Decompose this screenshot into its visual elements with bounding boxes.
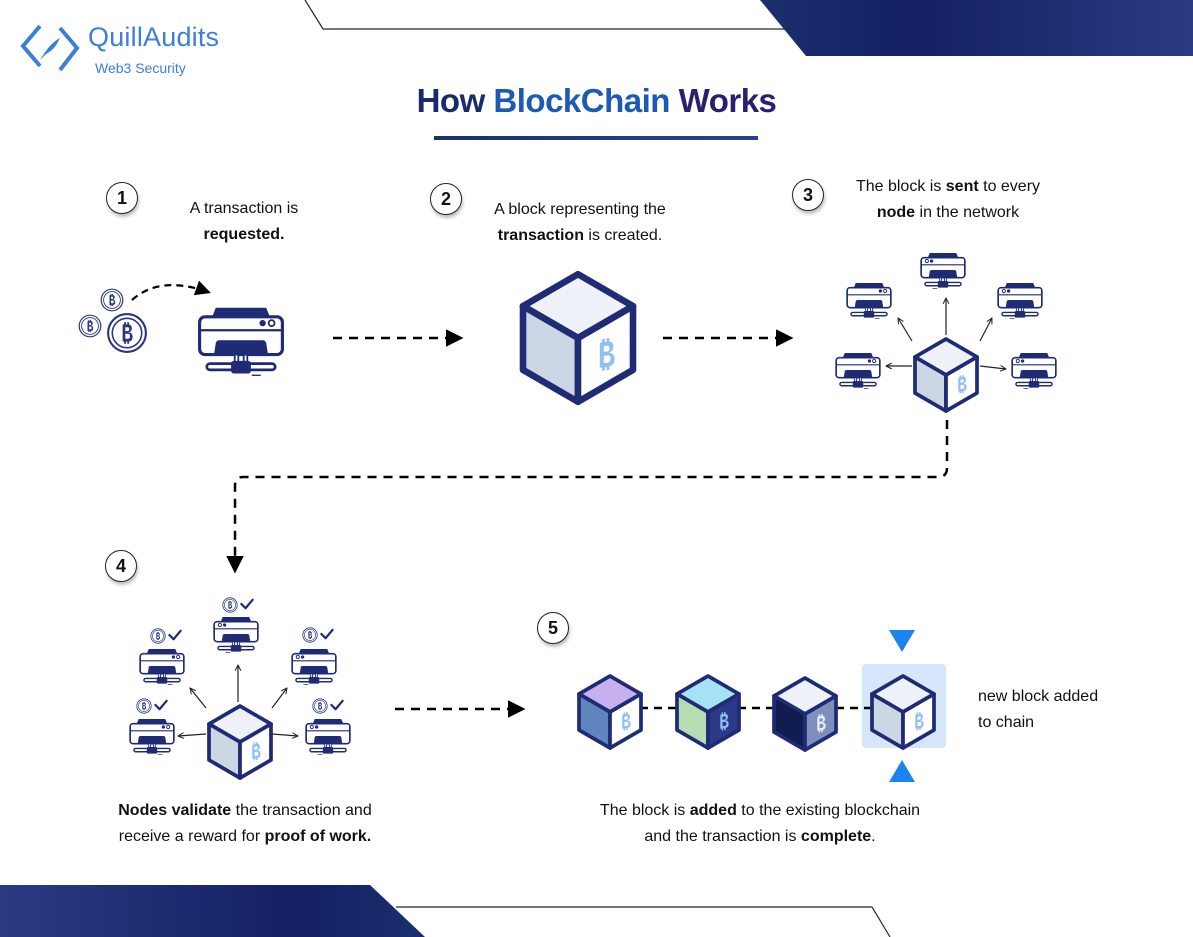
broadcast-arrow — [271, 734, 298, 736]
step-5-line-1-pre: The block is — [599, 802, 690, 819]
server-node-icon — [835, 352, 881, 390]
server-node-icon — [1011, 352, 1057, 390]
checkmark-icon — [330, 699, 344, 711]
title-part-3: Works — [669, 82, 777, 119]
footer-line — [396, 906, 891, 937]
bitcoin-coin-icon — [303, 628, 317, 642]
server-node-icon — [846, 282, 892, 320]
step-3-line-2-bold: node — [876, 204, 916, 221]
code-brackets-quill-icon — [20, 24, 80, 72]
step-3-line-1-bold: sent — [945, 178, 979, 195]
chain-block-1 — [577, 674, 643, 750]
server-node-icon — [197, 306, 285, 377]
bitcoin-coin-icon — [108, 314, 146, 352]
server-node-icon — [129, 718, 175, 756]
footer-banner — [0, 885, 425, 937]
step-5-line-2-post: . — [871, 828, 876, 845]
triangle-marker-icon — [889, 630, 915, 652]
broadcast-arrow — [979, 366, 1006, 369]
header-line — [304, 0, 790, 30]
step-2-line-2-rest: is created. — [583, 227, 663, 244]
step-1-caption: A transaction is requested. — [144, 196, 344, 248]
title-part-2: BlockChain — [493, 82, 670, 119]
step-1-line-1: A transaction is — [189, 200, 299, 217]
broadcast-arrow — [178, 734, 207, 736]
checkmark-icon — [320, 628, 334, 640]
checkmark-icon — [240, 598, 254, 610]
step-5-caption: The block is added to the existing block… — [570, 798, 950, 850]
server-node-icon — [213, 616, 259, 654]
step-3-line-1-pre: The block is — [855, 178, 946, 195]
step-5-line-2-bold: complete — [800, 828, 872, 845]
bitcoin-coin-icon — [151, 629, 165, 643]
step-4-badge: 4 — [105, 550, 137, 582]
step-4-caption: Nodes validate the transaction and recei… — [80, 798, 410, 850]
chain-block-new — [870, 674, 936, 750]
step-5-badge: 5 — [537, 612, 569, 644]
broadcast-arrow — [271, 688, 287, 709]
step-1-badge: 1 — [106, 182, 138, 214]
bitcoin-coin-icon — [313, 699, 327, 713]
step-4-line-1-rest: the transaction and — [231, 802, 372, 819]
checkmark-icon — [168, 629, 182, 641]
step-2-badge: 2 — [430, 183, 462, 215]
curved-dashed-arrow — [131, 280, 211, 301]
step-1-line-2: requested. — [203, 226, 285, 243]
broadcast-arrow — [190, 688, 207, 709]
header-banner — [760, 0, 1193, 56]
broadcast-arrow — [898, 318, 913, 342]
block-cube-icon — [207, 704, 273, 780]
new-block-label-line-2: to chain — [978, 714, 1035, 731]
step-5-line-1-post: to the existing blockchain — [736, 802, 921, 819]
step-3-line-1-post: to every — [978, 178, 1041, 195]
new-block-label-line-1: new block added — [978, 688, 1099, 705]
step-2-line-2-bold: transaction — [497, 227, 584, 244]
bitcoin-coin-icon — [137, 699, 151, 713]
bitcoin-coin-icon — [79, 315, 101, 337]
server-node-icon — [291, 648, 337, 686]
title-underline — [434, 136, 758, 140]
bitcoin-coin-icon — [223, 598, 237, 612]
step-4-line-1-bold: Nodes validate — [118, 802, 232, 819]
step-4-line-2-bold: proof of work. — [264, 828, 372, 845]
block-cube-icon — [913, 337, 979, 413]
broadcast-arrow — [979, 318, 993, 342]
server-node-icon — [997, 282, 1043, 320]
step-3-caption: The block is sent to every node in the n… — [818, 174, 1078, 226]
server-node-icon — [139, 648, 185, 686]
brand-name: QuillAudits — [88, 22, 220, 52]
step-4-line-2-pre: receive a reward for — [118, 828, 265, 845]
brand-tagline: Web3 Security — [95, 60, 186, 76]
step-2-caption: A block representing the transaction is … — [460, 197, 700, 249]
new-block-label: new block added to chain — [978, 684, 1138, 736]
server-node-icon — [920, 252, 966, 290]
step-3-line-2-rest: in the network — [915, 204, 1020, 221]
title-part-1: How — [416, 82, 494, 119]
checkmark-icon — [154, 699, 168, 711]
step-5-line-2-pre: and the transaction is — [644, 828, 801, 845]
step-2-line-1: A block representing the — [494, 201, 666, 218]
bitcoin-coin-icon — [101, 289, 123, 311]
server-node-icon — [305, 718, 351, 756]
step-5-line-1-bold: added — [689, 802, 737, 819]
triangle-marker-icon — [889, 760, 915, 782]
block-cube-icon — [519, 270, 637, 406]
step-3-badge: 3 — [792, 179, 824, 211]
chain-block-2 — [675, 674, 741, 750]
page-title: How BlockChain Works — [0, 82, 1193, 120]
chain-block-3 — [772, 676, 838, 752]
dashed-connector-3-to-4 — [226, 420, 949, 574]
